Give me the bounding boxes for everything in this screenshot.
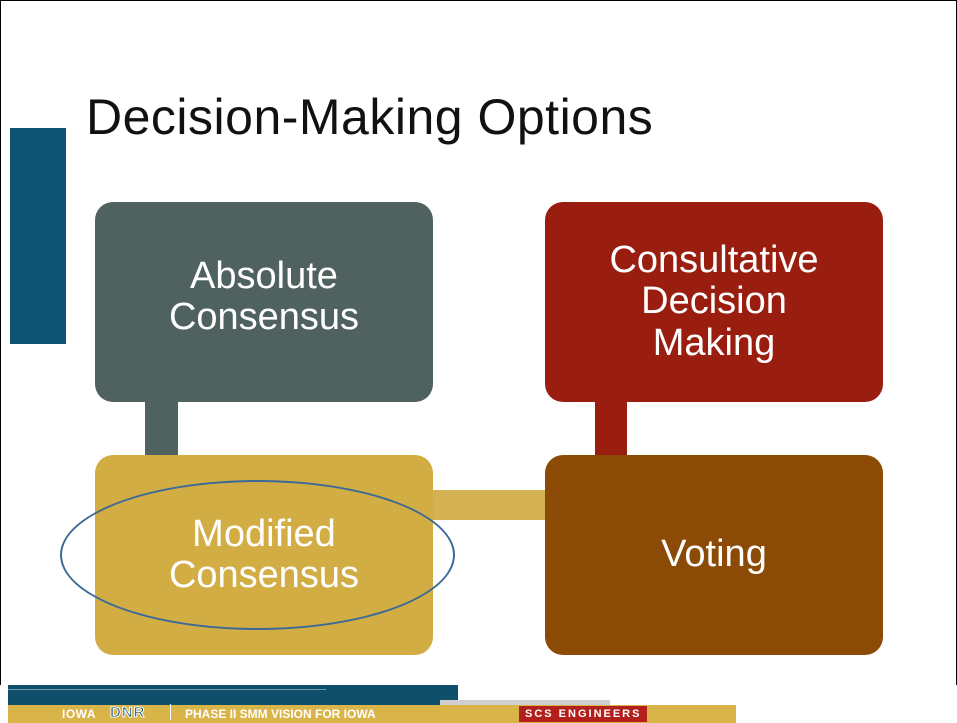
footer-dnr-logo: DNR [110,704,146,722]
node-consultative-line2: Decision [641,280,787,323]
node-voting: Voting [545,455,883,655]
slide-title: Decision-Making Options [86,89,654,145]
footer-dark-band [8,685,458,705]
connector-modified-voting [430,490,545,520]
node-absolute-line1: Absolute [190,254,338,297]
footer-gray-band [440,700,610,705]
footer-iowa-label: IOWA [62,707,96,721]
footer-company-logo: SCS ENGINEERS [519,706,648,722]
node-consultative-line1: Consultative [609,239,819,282]
accent-bar [10,128,66,344]
node-consultative-line3: Making [652,321,776,364]
footer-separator [170,704,171,720]
node-absolute-line2: Consensus [168,296,360,338]
footer-project-title: PHASE II SMM VISION FOR IOWA [185,707,376,721]
connector-absolute-modified [145,400,178,458]
node-consultative-decision-making: Consultative Decision Making [545,202,883,402]
highlight-ellipse [60,480,455,630]
node-voting-line1: Voting [661,533,767,576]
connector-consultative-voting [595,400,627,458]
node-absolute-consensus: Absolute Consensus [95,202,433,402]
footer-divider-line [8,689,326,690]
